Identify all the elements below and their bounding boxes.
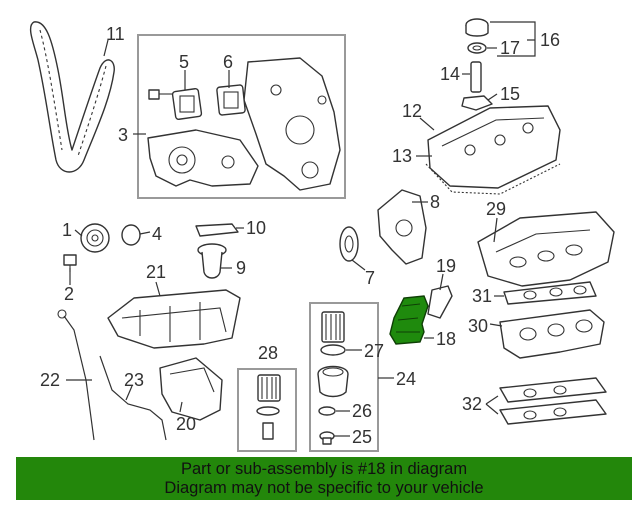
callout-18: 18 (436, 329, 456, 349)
strainer-gasket (195, 223, 239, 237)
drain-plug-25 (319, 431, 335, 445)
filter-kit (256, 374, 281, 440)
oil-pan-lower (159, 357, 223, 421)
callout-numbers: 11 3 5 6 17 16 14 15 12 13 8 29 1 4 10 2… (40, 24, 560, 447)
part-18-highlighted[interactable] (389, 295, 429, 345)
callout-14: 14 (440, 64, 460, 84)
callout-22: 22 (40, 370, 60, 390)
bolt-small (148, 89, 172, 100)
o-ring-4 (121, 224, 141, 246)
oil-filler-cap (465, 18, 489, 37)
callout-27: 27 (364, 341, 384, 361)
callout-19: 19 (436, 256, 456, 276)
callout-10: 10 (246, 218, 266, 238)
callout-13: 13 (392, 146, 412, 166)
callout-31: 31 (472, 286, 492, 306)
callout-23: 23 (124, 370, 144, 390)
filter-kit-group-box (237, 368, 297, 452)
callout-4: 4 (152, 224, 162, 244)
callout-9: 9 (236, 258, 246, 278)
o-ring-26 (318, 406, 336, 416)
callout-11: 11 (106, 24, 125, 44)
water-pump (147, 129, 259, 187)
callout-30: 30 (468, 316, 488, 336)
timing-cover (243, 57, 341, 191)
filler-cap-gasket (467, 42, 487, 54)
guide-seal (461, 95, 493, 111)
banner-line-2: Diagram may not be specific to your vehi… (164, 479, 484, 497)
callout-3: 3 (118, 125, 128, 145)
callout-20: 20 (176, 414, 196, 434)
banner-line-1: Part or sub-assembly is #18 in diagram (180, 460, 468, 478)
callout-7: 7 (365, 268, 375, 288)
callout-21: 21 (146, 262, 166, 282)
callout-32: 32 (462, 394, 482, 414)
timing-chain (29, 21, 115, 173)
oil-filter-group-box (309, 302, 379, 452)
callout-29: 29 (486, 199, 506, 219)
manifold-gasket-31 (503, 281, 597, 305)
oil-strainer (197, 243, 227, 279)
callout-12: 12 (402, 101, 422, 121)
dipstick-tube (99, 355, 167, 441)
part-info-banner: Part or sub-assembly is #18 in diagram D… (16, 457, 632, 500)
gasket-6 (216, 84, 246, 116)
callout-15: 15 (500, 84, 520, 104)
callout-28: 28 (258, 343, 278, 363)
callout-2: 2 (64, 284, 74, 304)
intake-manifold (477, 211, 615, 287)
o-ring-27 (320, 344, 346, 356)
dipstick (57, 309, 95, 441)
callout-1: 1 (62, 220, 72, 240)
callout-17: 17 (500, 38, 520, 58)
tensioner-7 (339, 226, 359, 262)
leader-lines (66, 21, 536, 437)
gasket-5 (171, 88, 203, 120)
callout-26: 26 (352, 401, 372, 421)
callout-8: 8 (430, 192, 440, 212)
chain-cover-8 (377, 189, 427, 265)
callout-6: 6 (223, 52, 233, 72)
filter-cap (317, 365, 349, 398)
intake-spacer-30 (499, 309, 605, 359)
bracket-19 (427, 285, 453, 319)
guide-tube (470, 61, 482, 93)
filter-element (321, 311, 345, 343)
manifold-gasket-32 (499, 377, 607, 425)
callout-25: 25 (352, 427, 372, 447)
callout-5: 5 (179, 52, 189, 72)
oil-pan-upper (107, 289, 241, 349)
crank-pulley (80, 223, 110, 253)
valve-cover (425, 105, 561, 195)
timing-cover-group-box (137, 34, 346, 199)
callout-16: 16 (540, 30, 560, 50)
callout-24: 24 (396, 369, 416, 389)
